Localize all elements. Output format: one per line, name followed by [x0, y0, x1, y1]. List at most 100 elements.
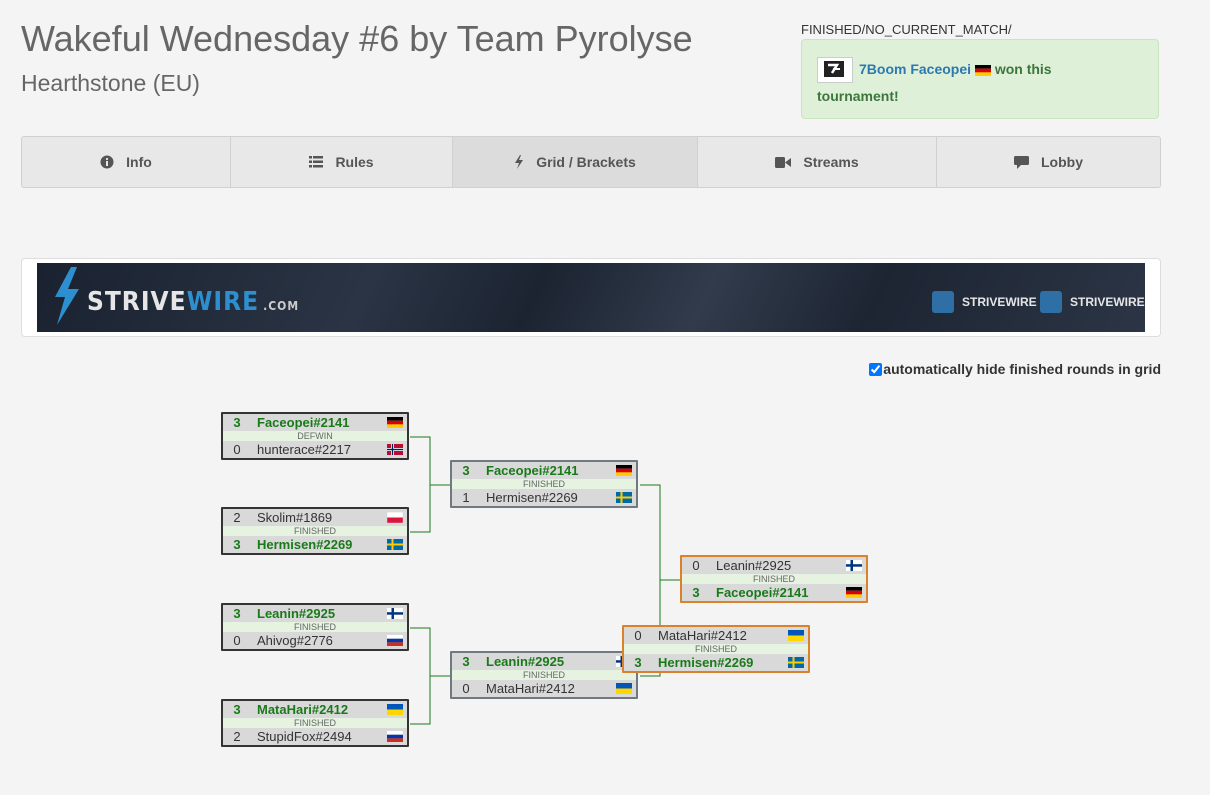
player-name[interactable]: Hermisen#2269 [486, 490, 578, 505]
brand-wire: WIRE [186, 287, 260, 317]
match-status: FINISHED [682, 574, 866, 584]
tab-streams[interactable]: Streams [698, 137, 937, 187]
player-score: 3 [233, 415, 241, 430]
player-name[interactable]: Hermisen#2269 [257, 537, 353, 552]
match-status: FINISHED [452, 670, 636, 680]
player-name[interactable]: StupidFox#2494 [257, 729, 352, 744]
player-score: 3 [233, 606, 241, 621]
team-logo-icon [817, 57, 853, 84]
twitter-handle: STRIVEWIRE [932, 291, 1037, 313]
hide-finished-checkbox[interactable] [869, 362, 883, 376]
finland-flag-icon [387, 608, 403, 619]
russia-flag-icon [387, 635, 403, 646]
tab-info[interactable]: Info [22, 137, 231, 187]
finland-flag-icon [846, 560, 862, 571]
match-player-row[interactable]: 2 StupidFox#2494 [223, 728, 407, 745]
player-name[interactable]: Leanin#2925 [486, 654, 565, 669]
player-name[interactable]: Hermisen#2269 [658, 655, 754, 670]
player-score: 0 [692, 558, 700, 573]
tab-streams-label: Streams [803, 154, 859, 170]
player-name[interactable]: Faceopei#2141 [716, 585, 809, 600]
match-player-row[interactable]: 3 Faceopei#2141 [682, 584, 866, 601]
player-score: 0 [233, 442, 241, 457]
info-icon [100, 155, 114, 169]
player-score: 0 [462, 681, 470, 696]
player-score: 3 [462, 654, 470, 669]
player-score: 2 [233, 510, 241, 525]
tab-info-label: Info [126, 154, 152, 170]
match-player-row[interactable]: 3 Leanin#2925 [223, 605, 407, 622]
match-player-row[interactable]: 3 Leanin#2925 [452, 653, 636, 670]
facebook-label: STRIVEWIRE [1070, 295, 1145, 309]
winner-message: won this [994, 61, 1052, 77]
match-player-row[interactable]: 0 Leanin#2925 [682, 557, 866, 574]
bolt-icon [514, 155, 524, 169]
player-name[interactable]: Leanin#2925 [257, 606, 336, 621]
tournament-tabs: Info Rules Grid / Brackets Streams Lobby [21, 136, 1161, 188]
player-name[interactable]: Leanin#2925 [716, 558, 792, 573]
player-score: 3 [634, 655, 642, 670]
lightning-logo-icon [55, 267, 79, 325]
banner-brand: STRIVEWIRE.COM [87, 287, 299, 317]
ukraine-flag-icon [387, 704, 403, 715]
match-status: DEFWIN [223, 431, 407, 441]
tab-rules-label: Rules [335, 154, 374, 170]
tab-rules[interactable]: Rules [231, 137, 453, 187]
tab-grid-label: Grid / Brackets [536, 154, 636, 170]
match-player-row[interactable]: 0 hunterace#2217 [223, 441, 407, 458]
match-player-row[interactable]: 3 Faceopei#2141 [223, 414, 407, 431]
twitter-icon [932, 291, 954, 313]
player-name[interactable]: MataHari#2412 [257, 702, 349, 717]
player-score: 0 [233, 633, 241, 648]
facebook-handle: STRIVEWIRE [1040, 291, 1145, 313]
player-score: 2 [233, 729, 241, 744]
player-name[interactable]: hunterace#2217 [257, 442, 351, 457]
poland-flag-icon [387, 512, 403, 523]
match-status: FINISHED [223, 622, 407, 632]
game-subtitle: Hearthstone (EU) [21, 70, 200, 96]
player-score: 3 [692, 585, 700, 600]
germany-flag-icon [974, 64, 991, 76]
twitter-label: STRIVEWIRE [962, 295, 1037, 309]
ukraine-flag-icon [616, 683, 632, 694]
status-path: FINISHED/NO_CURRENT_MATCH/ [801, 22, 1012, 37]
match-player-row[interactable]: 0 MataHari#2412 [452, 680, 636, 697]
player-score: 3 [462, 463, 470, 478]
hide-finished-toggle[interactable]: automatically hide finished rounds in gr… [869, 361, 1161, 377]
chat-icon [1014, 155, 1029, 169]
player-name[interactable]: Skolim#1869 [257, 510, 333, 525]
page-title: Wakeful Wednesday #6 by Team Pyrolyse [21, 18, 693, 59]
match-status: FINISHED [223, 526, 407, 536]
match-player-row[interactable]: 2 Skolim#1869 [223, 509, 407, 526]
player-name[interactable]: Ahivog#2776 [257, 633, 333, 648]
strivewire-banner[interactable]: STRIVEWIRE.COM STRIVEWIRE STRIVEWIRE [37, 263, 1145, 332]
tab-grid-brackets[interactable]: Grid / Brackets [453, 137, 698, 187]
player-name[interactable]: MataHari#2412 [658, 628, 747, 643]
tab-lobby[interactable]: Lobby [937, 137, 1160, 187]
match-player-row[interactable]: 3 Hermisen#2269 [624, 654, 808, 671]
russia-flag-icon [387, 731, 403, 742]
germany-flag-icon [387, 417, 403, 428]
winner-team-link[interactable]: 7Boom Faceopei [859, 61, 972, 77]
brand-suffix: .COM [263, 299, 300, 313]
hide-finished-label: automatically hide finished rounds in gr… [883, 361, 1161, 377]
player-name[interactable]: MataHari#2412 [486, 681, 575, 696]
player-name[interactable]: Faceopei#2141 [257, 415, 350, 430]
player-name[interactable]: Faceopei#2141 [486, 463, 579, 478]
match-player-row[interactable]: 3 Faceopei#2141 [452, 462, 636, 479]
match-player-row[interactable]: 0 Ahivog#2776 [223, 632, 407, 649]
winner-message-line2: tournament! [817, 88, 899, 105]
